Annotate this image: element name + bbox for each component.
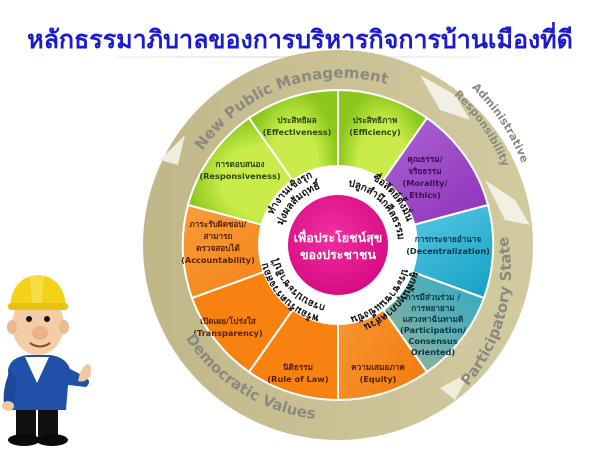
transparency-en: (Transparency) xyxy=(193,328,263,338)
equity-en: (Equity) xyxy=(360,374,397,384)
rule-of-law-en: (Rule of Law) xyxy=(267,374,328,384)
equity-th: ความเสมอภาค xyxy=(351,362,405,372)
effectiveness-en: (Effectiveness) xyxy=(263,127,332,137)
morality-en2: Ethics) xyxy=(409,190,441,200)
center-text-line2: ของประชาชน xyxy=(300,247,377,262)
accountability-th2: สามารถ xyxy=(204,231,233,241)
center-text-line1: เพื่อประโยชน์สุข xyxy=(294,229,383,246)
participation-en1: (Participation/ xyxy=(400,325,466,335)
morality-th2: จริยธรรม xyxy=(408,166,441,176)
accountability-en: (Accountability) xyxy=(181,255,255,265)
efficiency-th: ประสิทธิภาพ xyxy=(353,115,398,125)
responsiveness-th: การตอบสนอง xyxy=(216,159,265,169)
rule-of-law-th: นิติธรรม xyxy=(283,362,313,372)
transparency-th: เปิดเผย/โปร่งใส xyxy=(200,316,257,326)
accountability-th3: ตรวจสอบได้ xyxy=(196,243,240,253)
construction-worker-mascot-icon xyxy=(2,275,91,446)
participation-th3: แสวงหาฉันทามติ xyxy=(403,314,464,324)
participation-en3: Oriented) xyxy=(411,347,456,357)
effectiveness-th: ประสิทธิผล xyxy=(277,115,316,125)
participation-th2: การหยายาม xyxy=(411,303,455,313)
efficiency-en: (Efficiency) xyxy=(349,127,401,137)
responsiveness-en: (Responsiveness) xyxy=(199,171,280,181)
morality-en1: (Morality/ xyxy=(403,178,448,188)
outer-arrow-ring xyxy=(143,50,533,440)
decentralization-en: (Decentralization) xyxy=(406,246,490,256)
participation-th1: การมีส่วนร่วม / xyxy=(406,292,461,302)
participation-en2: Consensus xyxy=(408,336,457,346)
morality-th1: คุณธรรม/ xyxy=(407,154,442,165)
accountability-th1: ภาระรับผิดชอบ/ xyxy=(189,219,246,229)
page-title: หลักธรรมาภิบาลของการบริหารกิจการบ้านเมือ… xyxy=(27,25,573,54)
center-circle xyxy=(288,195,388,295)
decentralization-th: การกระจายอำนาจ xyxy=(415,234,482,244)
